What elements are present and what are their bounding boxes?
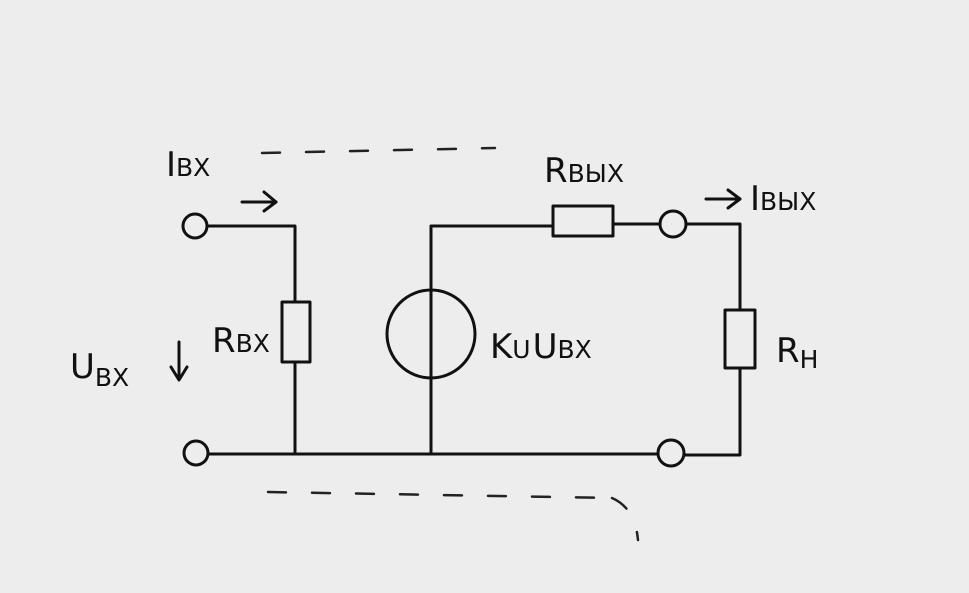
load-resistor xyxy=(723,308,757,370)
input-current-label: IВХ xyxy=(166,145,210,185)
source-gain-label: KUUВХ xyxy=(490,327,592,367)
output-resistor-label: RВЫХ xyxy=(544,151,624,191)
input-resistor-label: RВХ xyxy=(212,321,270,361)
input-terminal-bottom xyxy=(182,439,210,467)
output-current-label: IВЫХ xyxy=(750,179,816,219)
four-port-boundary xyxy=(260,146,640,542)
output-terminal-top xyxy=(658,209,688,239)
load-wire-bottom xyxy=(682,366,742,457)
input-voltage-label: UВХ xyxy=(70,347,129,392)
output-current-arrow-icon xyxy=(704,188,742,210)
input-current-arrow-icon xyxy=(240,190,278,213)
output-resistor xyxy=(551,204,615,238)
input-resistor xyxy=(280,300,312,364)
load-wire-top xyxy=(684,222,742,312)
output-terminal-bottom xyxy=(656,438,686,468)
load-resistor-label: RН xyxy=(776,331,818,374)
input-wire-top xyxy=(205,224,297,304)
controlled-voltage-source xyxy=(385,288,477,380)
input-terminal-top xyxy=(181,212,209,240)
input-voltage-arrow-icon xyxy=(169,340,189,382)
